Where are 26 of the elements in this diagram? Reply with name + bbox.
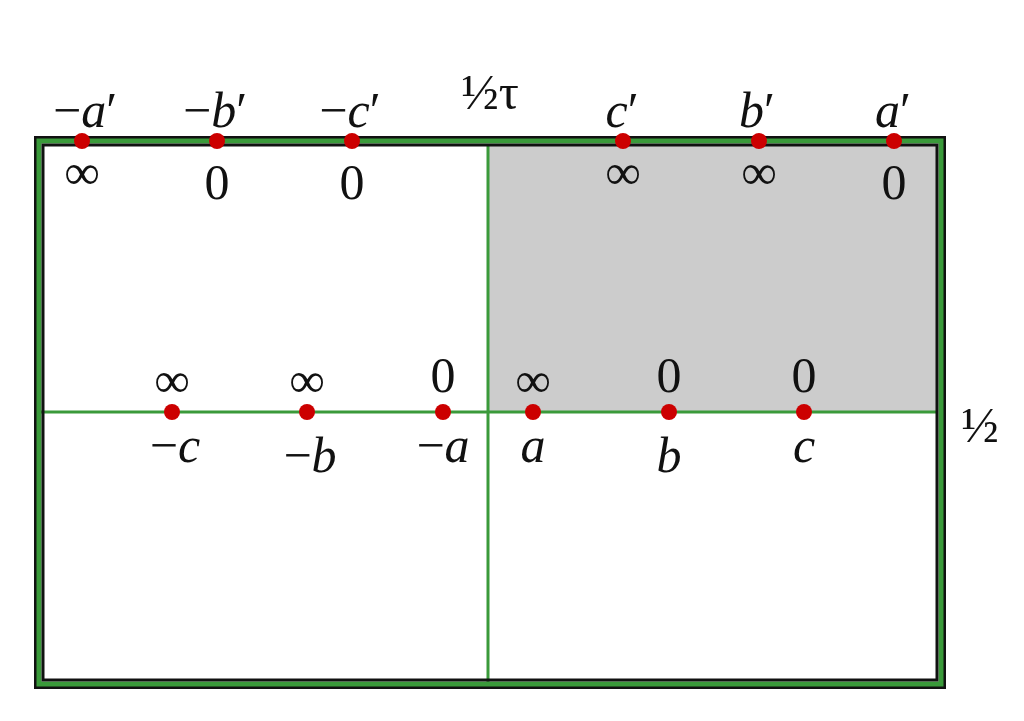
math-label: ∞ — [515, 355, 551, 405]
math-label: a — [520, 420, 546, 470]
math-label: c′ — [605, 85, 639, 135]
math-label: 0 — [656, 350, 682, 400]
math-label: −b′ — [182, 85, 248, 135]
math-label: c — [792, 420, 816, 470]
math-label: b′ — [739, 85, 775, 135]
math-label: ½ — [961, 400, 999, 450]
math-label: b — [656, 430, 682, 480]
math-label: ∞ — [154, 355, 190, 405]
math-label: 0 — [204, 157, 230, 207]
math-label: −b — [283, 430, 337, 480]
math-label: ½τ — [461, 67, 519, 117]
math-label: −a — [416, 420, 470, 470]
math-label: 0 — [881, 157, 907, 207]
math-label: −c′ — [319, 85, 381, 135]
math-label: 0 — [430, 350, 456, 400]
math-label: −c — [149, 420, 201, 470]
math-label: −a′ — [52, 85, 118, 135]
math-label: ∞ — [605, 147, 641, 197]
math-label: ∞ — [289, 355, 325, 405]
math-label: 0 — [791, 350, 817, 400]
math-label: ∞ — [64, 147, 100, 197]
math-label: a′ — [875, 85, 911, 135]
math-label: 0 — [339, 157, 365, 207]
math-label: ∞ — [741, 147, 777, 197]
